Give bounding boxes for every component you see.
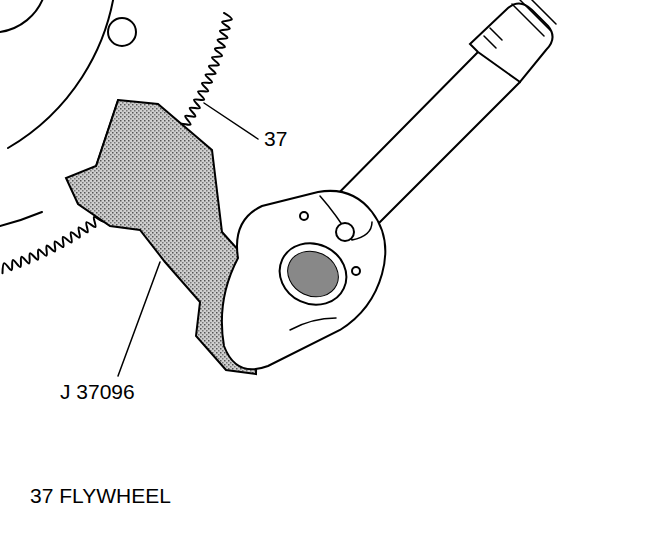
ratchet-neck: [320, 196, 372, 240]
gear-teeth: [175, 13, 231, 141]
screw: [352, 267, 360, 275]
screw: [300, 212, 308, 220]
ratchet-head: [222, 191, 385, 369]
selector: [336, 223, 354, 241]
callout-number: 37: [262, 127, 289, 150]
ratchet-grip: [470, 3, 553, 82]
release-button: [270, 232, 357, 315]
part-key: 37 FLYWHEEL: [28, 484, 173, 507]
flywheel-arc: [0, 212, 42, 226]
leader-line: [204, 103, 258, 139]
leader-line: [118, 262, 160, 376]
tool-number: J 37096: [58, 380, 137, 403]
flywheel-hub: [0, 0, 44, 32]
head-detail: [290, 318, 336, 330]
tool-edge: [96, 100, 118, 166]
grip-ridges: [484, 0, 556, 48]
logo: [280, 243, 346, 305]
flywheel-hole: [108, 18, 136, 46]
